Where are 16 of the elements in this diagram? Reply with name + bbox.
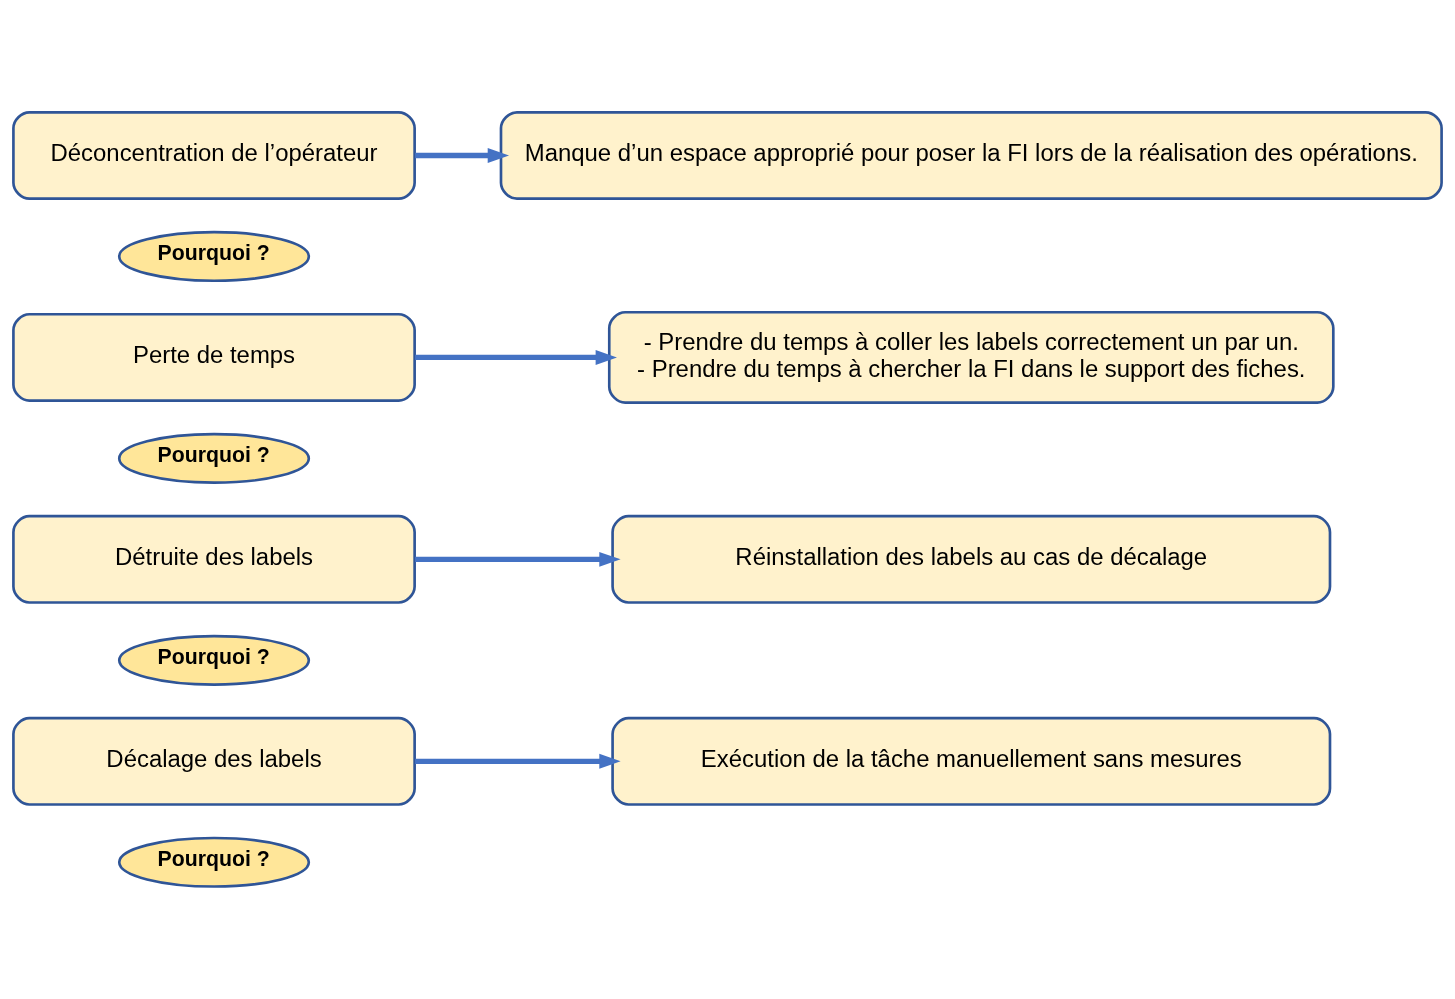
node-box: Exécution de la tâche manuellement sans mesures [611, 716, 1332, 806]
node-ellipse: Pourquoi ? [117, 634, 311, 686]
node-box: Manque d’un espace approprié pour poser la FI lors de la réalisation des opérations. [499, 111, 1443, 200]
node-ellipse: Pourquoi ? [117, 836, 311, 888]
node-box: - Prendre du temps à coller les labels correctement un par un. - Prendre du temps à chercher la FI dans le support des fiches. [607, 310, 1335, 404]
node-box: Perte de temps [12, 312, 416, 402]
node-box: Décalage des labels [12, 716, 416, 806]
node-box: Déconcentration de l’opérateur [12, 111, 416, 200]
arrow [415, 148, 510, 163]
node-box: Réinstallation des labels au cas de décalage [611, 514, 1332, 604]
arrow [415, 551, 621, 567]
node-box: Détruite des labels [12, 514, 416, 604]
node-ellipse: Pourquoi ? [117, 432, 311, 484]
arrow [415, 349, 617, 365]
node-ellipse: Pourquoi ? [117, 230, 311, 283]
arrow [415, 753, 621, 769]
